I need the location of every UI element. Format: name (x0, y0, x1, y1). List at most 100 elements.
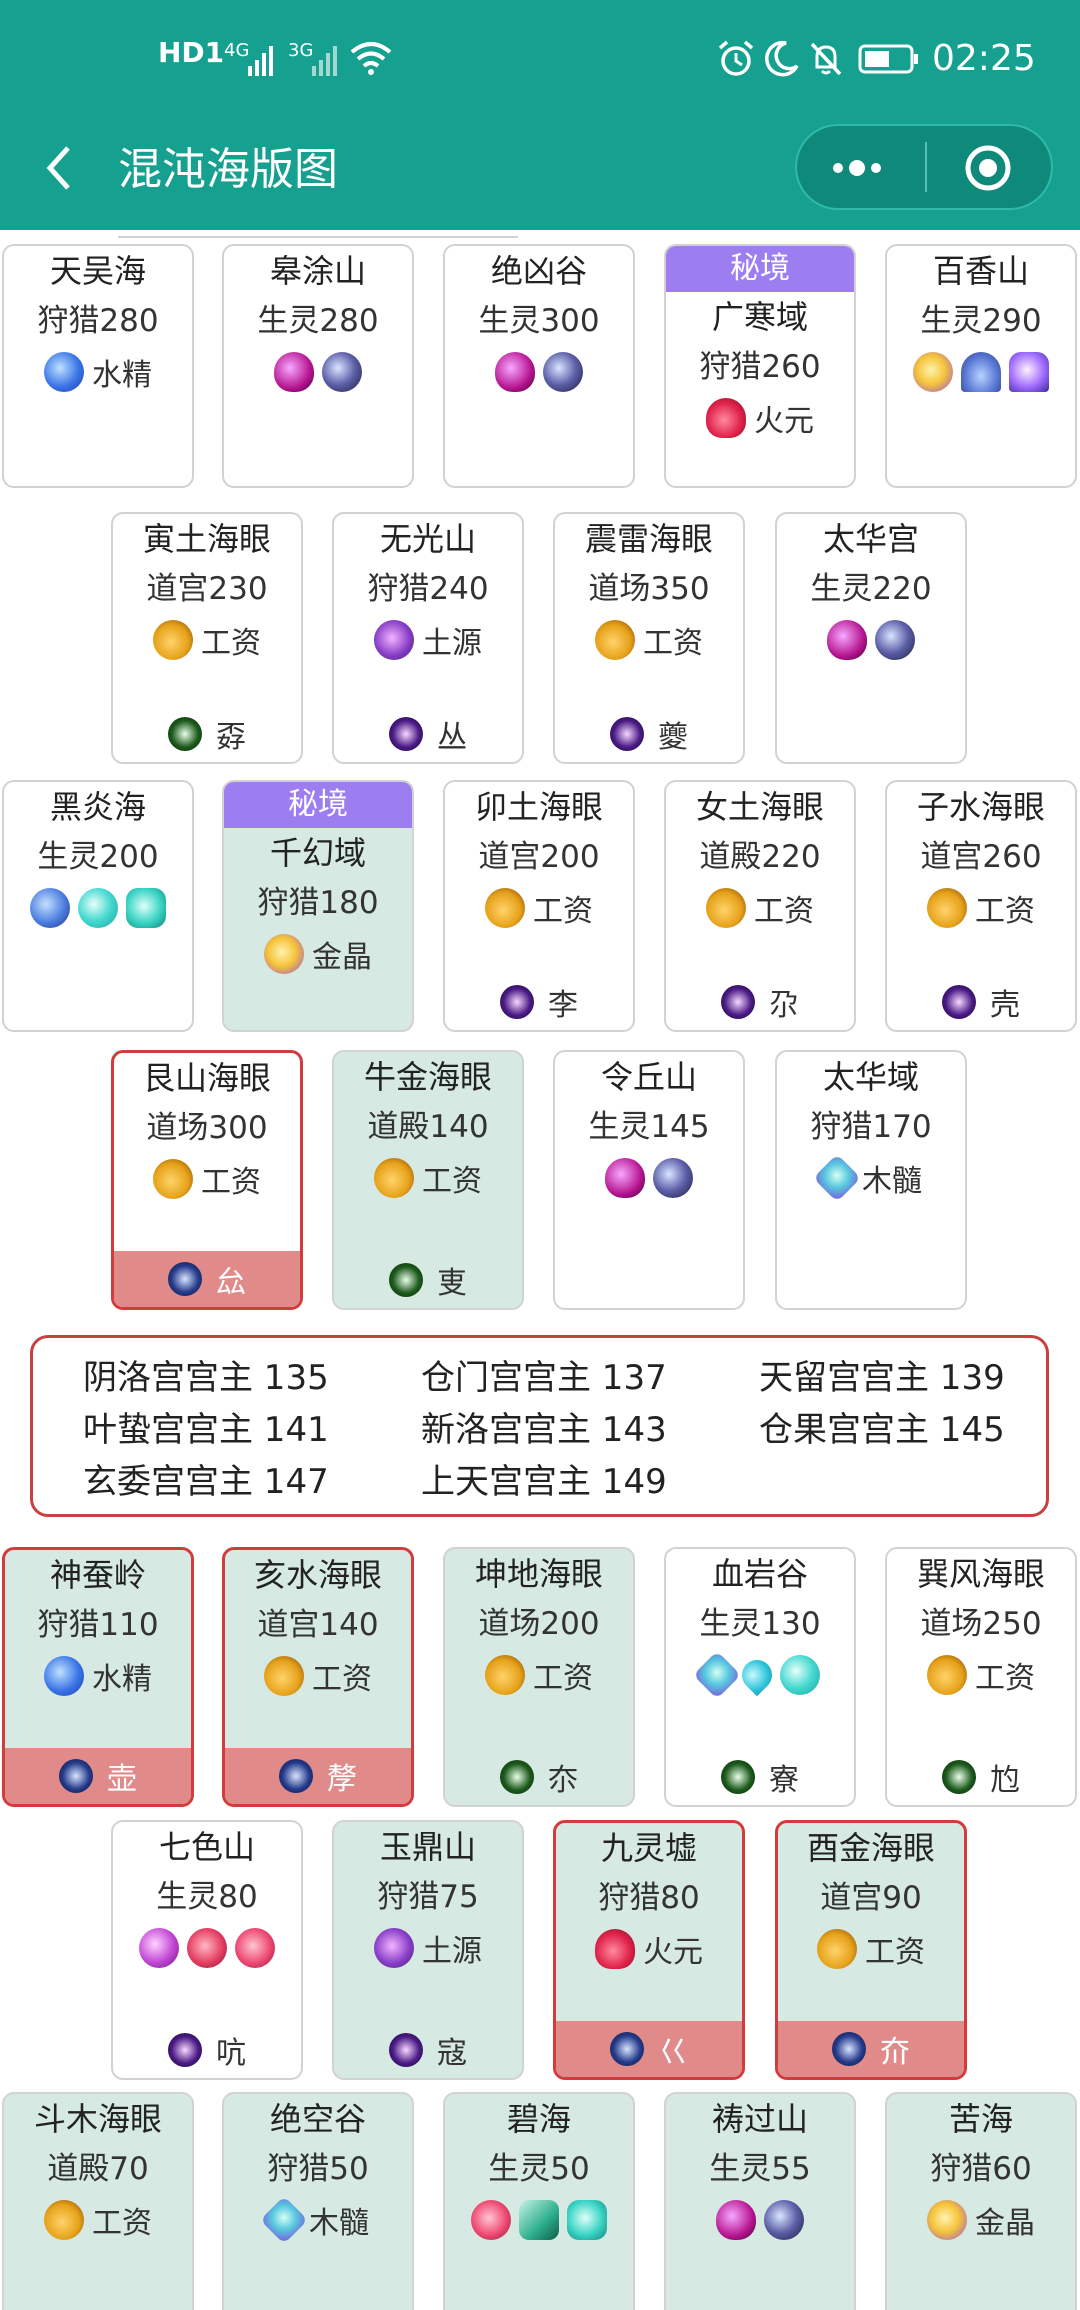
territory-card[interactable]: 绝凶谷生灵300 (443, 244, 635, 488)
territory-name: 艮山海眼 (142, 1059, 271, 1097)
resource-row: 工资 (113, 614, 301, 666)
boss-item: 新洛宫宫主 143 (421, 1410, 667, 1450)
territory-card[interactable]: 碧海生灵50 (443, 2092, 635, 2310)
territory-card[interactable]: 祷过山生灵55 (664, 2092, 856, 2310)
owner-name: 壳 (990, 988, 1020, 1023)
wage-icon (595, 620, 635, 660)
territory-level: 道场350 (588, 571, 710, 607)
territory-name: 千幻域 (269, 834, 366, 872)
status-bar: HD1 4G 3G 02:25 (0, 0, 1080, 120)
owner-sigil-icon (942, 985, 976, 1019)
territory-card[interactable]: 令丘山生灵145 (553, 1050, 745, 1310)
resource-row: 火元 (666, 392, 854, 444)
pinkfire-icon (471, 2200, 511, 2240)
resource-row: 土源 (334, 614, 522, 666)
resource-row: 木髓 (224, 2194, 412, 2246)
teal-icon (780, 1655, 820, 1695)
back-button[interactable] (40, 138, 80, 198)
resource-label: 工资 (533, 1661, 593, 1696)
territory-level: 道宫200 (478, 839, 600, 875)
resource-label: 水精 (92, 358, 152, 393)
network-4g-label: 4G (224, 40, 250, 61)
owner-row: 尕 (666, 974, 854, 1030)
darkblue-icon (322, 352, 362, 392)
earth-icon (374, 1928, 414, 1968)
water-icon (44, 1656, 84, 1696)
owner-name: 尕 (769, 988, 799, 1023)
resource-label: 木髓 (309, 2206, 369, 2241)
resource-row (887, 346, 1075, 398)
territory-card[interactable]: 太华宫生灵220 (775, 512, 967, 764)
resource-row: 工资 (887, 1649, 1075, 1701)
close-target-button[interactable] (963, 143, 1013, 193)
resource-row: 工资 (4, 2194, 192, 2246)
owner-row: 孷 (225, 1748, 411, 1804)
territory-name: 寅土海眼 (142, 520, 271, 558)
resource-label: 木髓 (862, 1164, 922, 1199)
territory-name: 斗木海眼 (33, 2100, 162, 2138)
owner-name: 尥 (990, 1763, 1020, 1798)
territory-level: 生灵50 (488, 2151, 590, 2187)
resource-row: 工资 (887, 882, 1075, 934)
resource-row: 火元 (556, 1923, 742, 1975)
owner-row: 壳 (887, 974, 1075, 1030)
more-button[interactable] (825, 144, 895, 192)
owner-sigil-icon (610, 717, 644, 751)
owner-sigil-icon (389, 2033, 423, 2067)
resource-label: 工资 (754, 894, 814, 929)
owner-name: 夵 (548, 1763, 578, 1798)
territory-name: 令丘山 (600, 1058, 697, 1096)
resource-row (445, 346, 633, 398)
signal-4g-icon (248, 42, 274, 76)
territory-level: 狩猎260 (699, 349, 821, 385)
resource-label: 金晶 (975, 2206, 1035, 2241)
owner-row: 夔 (555, 706, 743, 762)
pinkorb-icon (139, 1928, 179, 1968)
territory-card[interactable]: 皋涂山生灵280 (222, 244, 414, 488)
resource-row (224, 346, 412, 398)
wood-icon (259, 2195, 309, 2245)
territory-level: 狩猎170 (810, 1109, 932, 1145)
territory-card[interactable]: 百香山生灵290 (885, 244, 1077, 488)
owner-sigil-icon (832, 2032, 866, 2066)
owner-name: 寇 (437, 2036, 467, 2071)
owner-name: 孬 (216, 720, 246, 755)
owner-name: 壶 (107, 1762, 137, 1797)
owner-sigil-icon (721, 985, 755, 1019)
territory-name: 震雷海眼 (584, 520, 713, 558)
territory-level: 狩猎280 (37, 303, 159, 339)
territory-name: 坤地海眼 (474, 1555, 603, 1593)
wage-icon (706, 888, 746, 928)
territory-card[interactable]: 黑炎海生灵200 (2, 780, 194, 1032)
owner-row: 叓 (334, 1252, 522, 1308)
owner-sigil-icon (389, 1263, 423, 1297)
resource-row: 工资 (225, 1650, 411, 1702)
owner-sigil-icon (942, 1760, 976, 1794)
resource-row: 工资 (666, 882, 854, 934)
